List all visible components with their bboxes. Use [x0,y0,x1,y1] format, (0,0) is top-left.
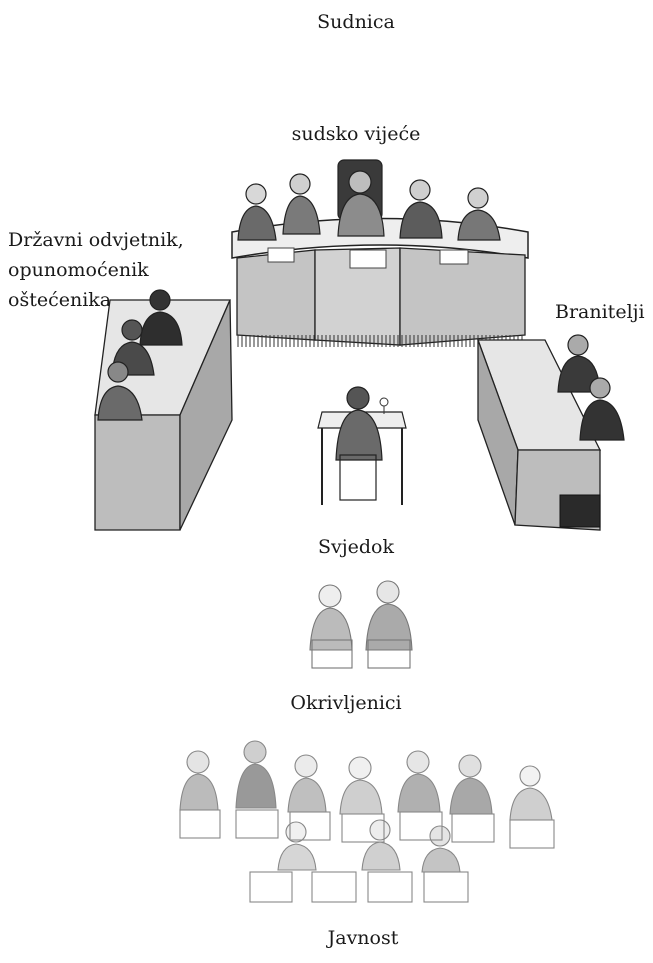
prosecutor-label-line-2: opunomoćenik [8,259,149,281]
defense-group [557,334,625,441]
prosecution-group [97,289,183,421]
prosecutor-label-line-3: oštećenika [8,289,112,311]
prosecutor-label: Državni odvjetnik, opunomoćenik oštećeni… [8,225,208,315]
prosecutor-label-line-1: Državni odvjetnik, [8,229,184,251]
page-title: Sudnica [317,11,395,33]
judges-bench [231,217,529,347]
defense-table [477,339,602,531]
public-group [179,740,555,903]
judges-group [237,159,501,241]
accused-group [309,580,413,669]
judges-panel-label: sudsko vijeće [291,123,421,145]
defense-label: Branitelji [555,301,645,323]
accused-label: Okrivljenici [290,692,402,714]
witness-label: Svjedok [318,536,394,558]
public-label: Javnost [327,927,399,949]
witness-figure [335,386,383,501]
